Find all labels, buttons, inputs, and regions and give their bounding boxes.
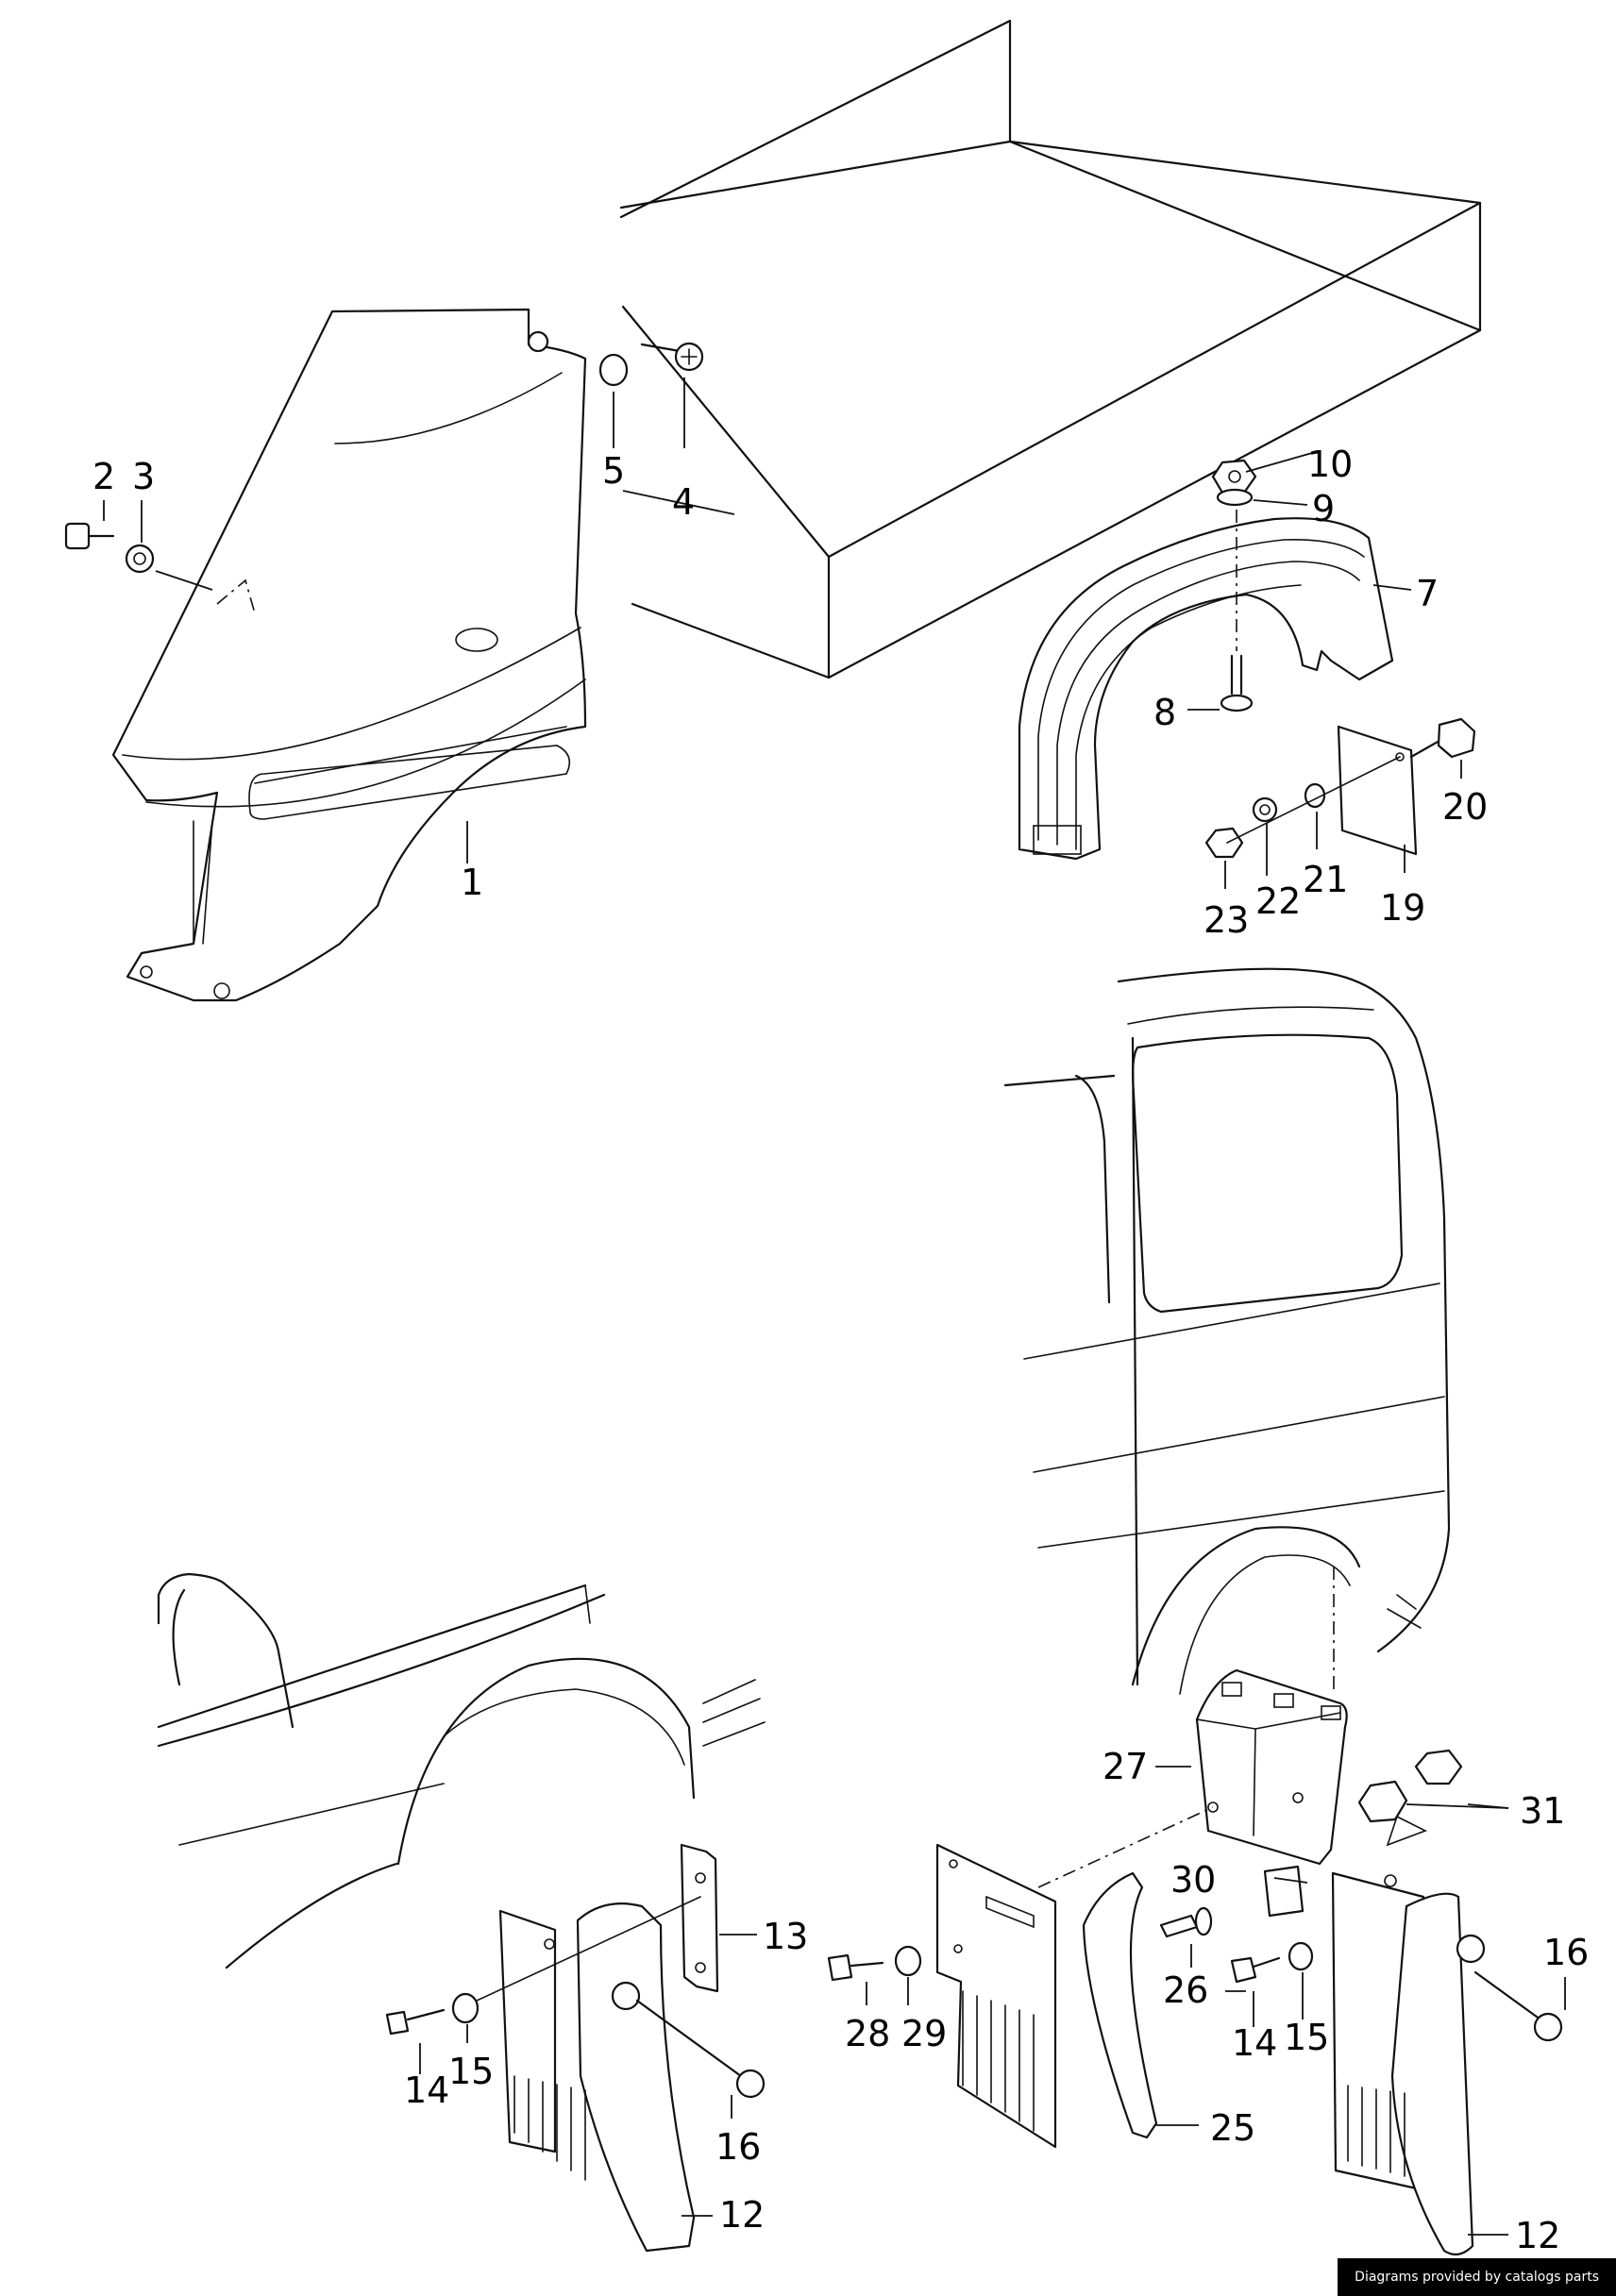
- bracket-part-27: [1195, 1668, 1348, 1866]
- callout-5: 5: [602, 450, 625, 492]
- bolt-part-20: [1409, 717, 1476, 759]
- screw-part-16-left: [635, 1999, 766, 2099]
- callout-16-right: 16: [1543, 1932, 1589, 1973]
- callout-27: 27: [1103, 1746, 1148, 1787]
- front-fender: [111, 308, 587, 1002]
- washer-part-9: [1216, 488, 1254, 507]
- callout-7: 7: [1416, 573, 1439, 614]
- mudflap-ribs: [962, 1990, 1035, 2132]
- callout-30: 30: [1170, 1859, 1216, 1901]
- callout-15-right: 15: [1284, 2017, 1329, 2058]
- rivet-part-26: [1159, 1906, 1213, 1938]
- callout-8: 8: [1153, 692, 1176, 733]
- van-body-outline: [1003, 967, 1451, 1695]
- screw-part-4: [640, 342, 704, 372]
- footer-credit: Diagrams provided by catalogs parts: [1338, 2258, 1616, 2296]
- callout-15-left: 15: [448, 2051, 494, 2092]
- screw-part-14-left: [385, 2008, 446, 2036]
- nut-part-23: [1204, 827, 1244, 859]
- mudflap-part-12-left: [498, 1902, 696, 2253]
- plate-part-19: [1337, 725, 1418, 856]
- footer-credit-text: Diagrams provided by catalogs parts: [1355, 2270, 1599, 2285]
- mudflap-part-25: [935, 1843, 1158, 2149]
- washer-part-29: [894, 1945, 922, 1977]
- mudflap-ribs: [1347, 2085, 1406, 2177]
- lock-washer-part-22: [1252, 796, 1278, 823]
- callout-2: 2: [93, 456, 115, 497]
- nut-part-10: [1211, 459, 1257, 494]
- nut-part-31: [1357, 1749, 1463, 1847]
- car-body-outline: [157, 1572, 766, 1969]
- pickup-bed-outline: [619, 19, 1482, 679]
- callout-25: 25: [1210, 2107, 1255, 2149]
- callout-1: 1: [461, 862, 483, 903]
- callout-9: 9: [1312, 488, 1335, 529]
- callout-labels: 1 2 3 4 5 7 8 9 10 12 12 13 14 14 15 15 …: [93, 444, 1589, 2256]
- callout-16-left: 16: [715, 2126, 761, 2168]
- callout-14-left: 14: [404, 2070, 449, 2111]
- bracket-part-13: [680, 1843, 719, 1993]
- washer-part-3: [125, 544, 155, 574]
- bolt-part-2: [64, 522, 115, 550]
- screw-part-16-right: [1473, 1970, 1563, 2042]
- callout-10: 10: [1307, 444, 1353, 485]
- callout-20: 20: [1442, 786, 1488, 828]
- callout-12-left: 12: [719, 2194, 765, 2236]
- screw-part-14-right: [1230, 1956, 1281, 1984]
- callout-19: 19: [1380, 887, 1425, 929]
- callout-4: 4: [672, 481, 695, 523]
- callout-31: 31: [1520, 1790, 1565, 1832]
- callout-13: 13: [763, 1916, 808, 1957]
- callout-28: 28: [845, 2013, 890, 2054]
- callout-29: 29: [901, 2013, 947, 2054]
- leader-lines: [103, 377, 1566, 2236]
- mudflap-ribs: [513, 2075, 586, 2181]
- bolt-part-8: [1220, 510, 1254, 712]
- washer-part-5: [527, 330, 629, 387]
- screw-part-28: [827, 1953, 884, 1982]
- washer-part-15-left: [451, 1992, 480, 2024]
- mudflap-part-12-right: [1331, 1871, 1486, 2256]
- washer-part-15-right: [1288, 1941, 1314, 1971]
- clip-part-30: [1263, 1865, 1305, 1918]
- callout-3: 3: [132, 456, 155, 497]
- callout-12-right: 12: [1515, 2215, 1560, 2256]
- callout-23: 23: [1204, 899, 1249, 941]
- callout-22: 22: [1255, 880, 1301, 922]
- callout-26: 26: [1163, 1969, 1208, 2011]
- callout-21: 21: [1303, 859, 1348, 900]
- callout-14-right: 14: [1232, 2022, 1277, 2064]
- wheel-arch-liner: [1018, 517, 1394, 861]
